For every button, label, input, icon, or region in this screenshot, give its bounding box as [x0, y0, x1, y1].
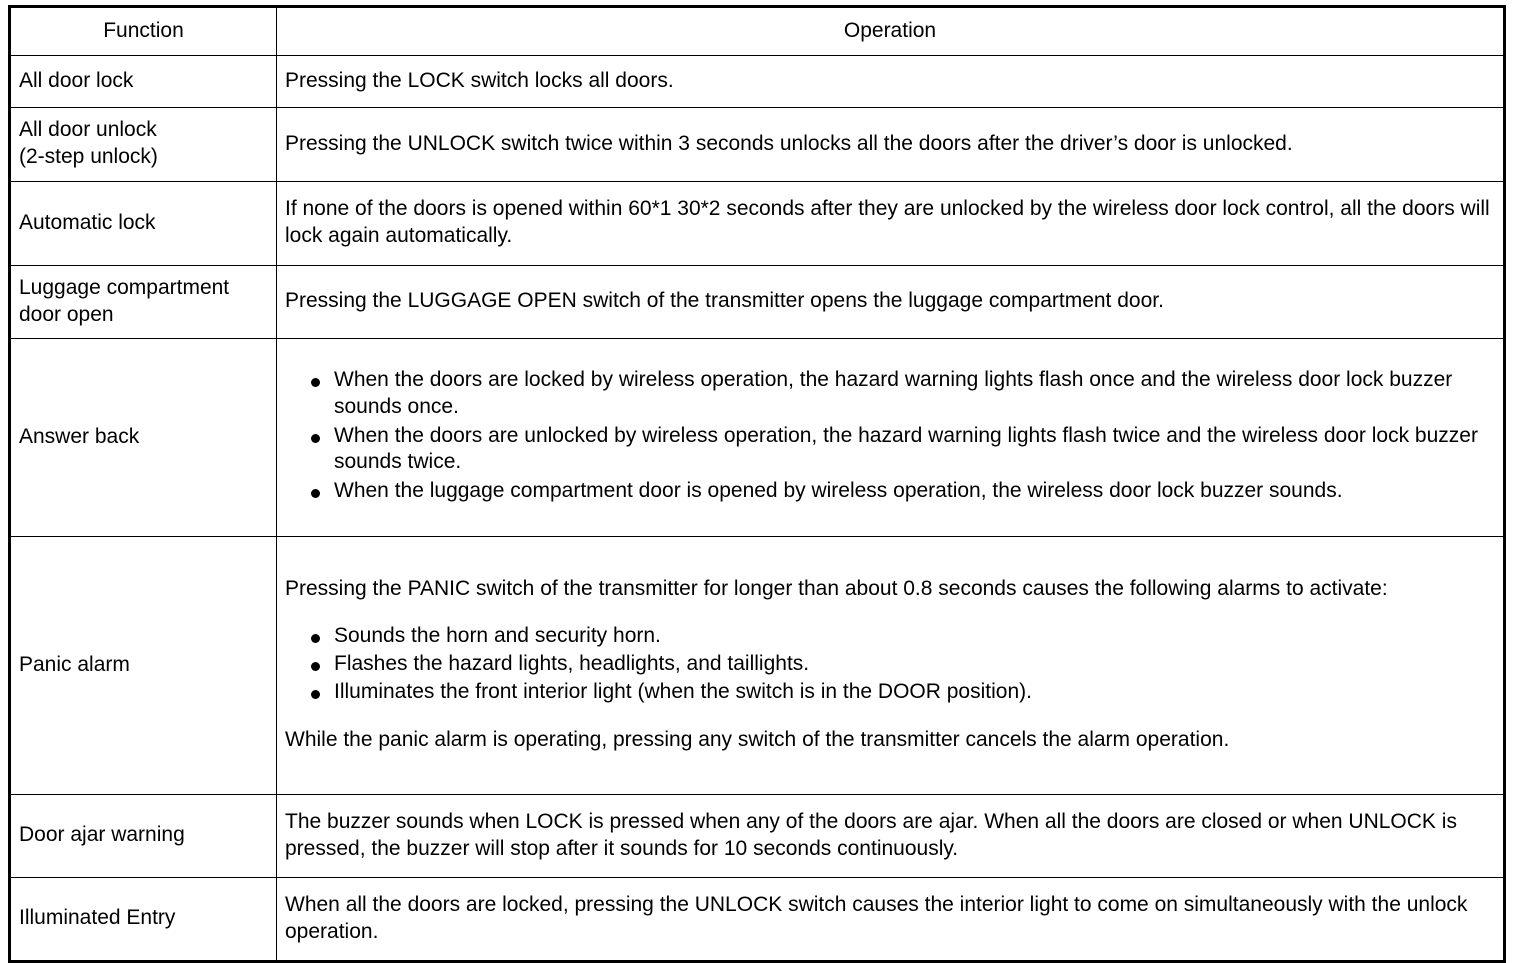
operation-cell: The buzzer sounds when LOCK is pressed w… — [276, 794, 1505, 878]
function-cell: All door lock — [9, 55, 277, 108]
table-row: All door lock Pressing the LOCK switch l… — [9, 55, 1505, 108]
bullet-item: Sounds the horn and security horn. — [285, 623, 1495, 650]
operation-paragraph: Pressing the UNLOCK switch twice within … — [285, 131, 1293, 155]
table-row: Automatic lock If none of the doors is o… — [9, 181, 1505, 266]
table-header: Function Operation — [9, 6, 1505, 56]
table-row: All door unlock (2-step unlock) Pressing… — [9, 107, 1505, 182]
operation-paragraph: Pressing the LUGGAGE OPEN switch of the … — [285, 289, 1164, 313]
function-cell: Panic alarm — [9, 536, 277, 795]
bullet-list: When the doors are locked by wireless op… — [285, 367, 1495, 505]
bullet-item: When the doors are locked by wireless op… — [285, 367, 1495, 421]
bullet-item: Illuminates the front interior light (wh… — [285, 679, 1495, 706]
operation-tail-paragraph: While the panic alarm is operating, pres… — [285, 727, 1230, 751]
operation-cell: When the doors are locked by wireless op… — [276, 338, 1505, 537]
operation-cell: Pressing the LOCK switch locks all doors… — [276, 55, 1505, 108]
table-row: Luggage compartment door open Pressing t… — [9, 265, 1505, 339]
column-header-operation: Operation — [276, 6, 1505, 56]
table-row: Illuminated Entry When all the doors are… — [9, 877, 1505, 962]
bullet-list: Sounds the horn and security horn. Flash… — [285, 623, 1495, 706]
function-cell: Answer back — [9, 338, 277, 537]
table-row: Door ajar warning The buzzer sounds when… — [9, 794, 1505, 878]
operation-cell: When all the doors are locked, pressing … — [276, 877, 1505, 962]
operation-paragraph: If none of the doors is opened within 60… — [285, 197, 1490, 247]
operation-paragraph: The buzzer sounds when LOCK is pressed w… — [285, 809, 1457, 860]
bullet-item: Flashes the hazard lights, headlights, a… — [285, 651, 1495, 678]
operation-cell: Pressing the PANIC switch of the transmi… — [276, 536, 1505, 795]
operation-cell: Pressing the LUGGAGE OPEN switch of the … — [276, 265, 1505, 339]
operation-cell: Pressing the UNLOCK switch twice within … — [276, 107, 1505, 182]
table-row: Answer back When the doors are locked by… — [9, 338, 1505, 537]
bullet-item: When the luggage compartment door is ope… — [285, 478, 1495, 505]
bullet-item: When the doors are unlocked by wireless … — [285, 423, 1495, 477]
operation-paragraph: Pressing the PANIC switch of the transmi… — [285, 577, 1388, 601]
function-cell: Luggage compartment door open — [9, 265, 277, 339]
function-cell: Illuminated Entry — [9, 877, 277, 962]
operation-paragraph: Pressing the LOCK switch locks all doors… — [285, 68, 674, 92]
document-sheet: Function Operation All door lock Pressin… — [8, 5, 1506, 963]
function-cell: All door unlock (2-step unlock) — [9, 107, 277, 182]
table-header-row: Function Operation — [9, 6, 1505, 56]
operation-cell: If none of the doors is opened within 60… — [276, 181, 1505, 266]
wireless-door-lock-function-table: Function Operation All door lock Pressin… — [8, 5, 1506, 963]
column-header-function: Function — [9, 6, 277, 56]
table-body: All door lock Pressing the LOCK switch l… — [9, 55, 1505, 962]
table-row: Panic alarm Pressing the PANIC switch of… — [9, 536, 1505, 795]
function-cell: Door ajar warning — [9, 794, 277, 878]
operation-paragraph: When all the doors are locked, pressing … — [285, 892, 1468, 943]
function-cell: Automatic lock — [9, 181, 277, 266]
